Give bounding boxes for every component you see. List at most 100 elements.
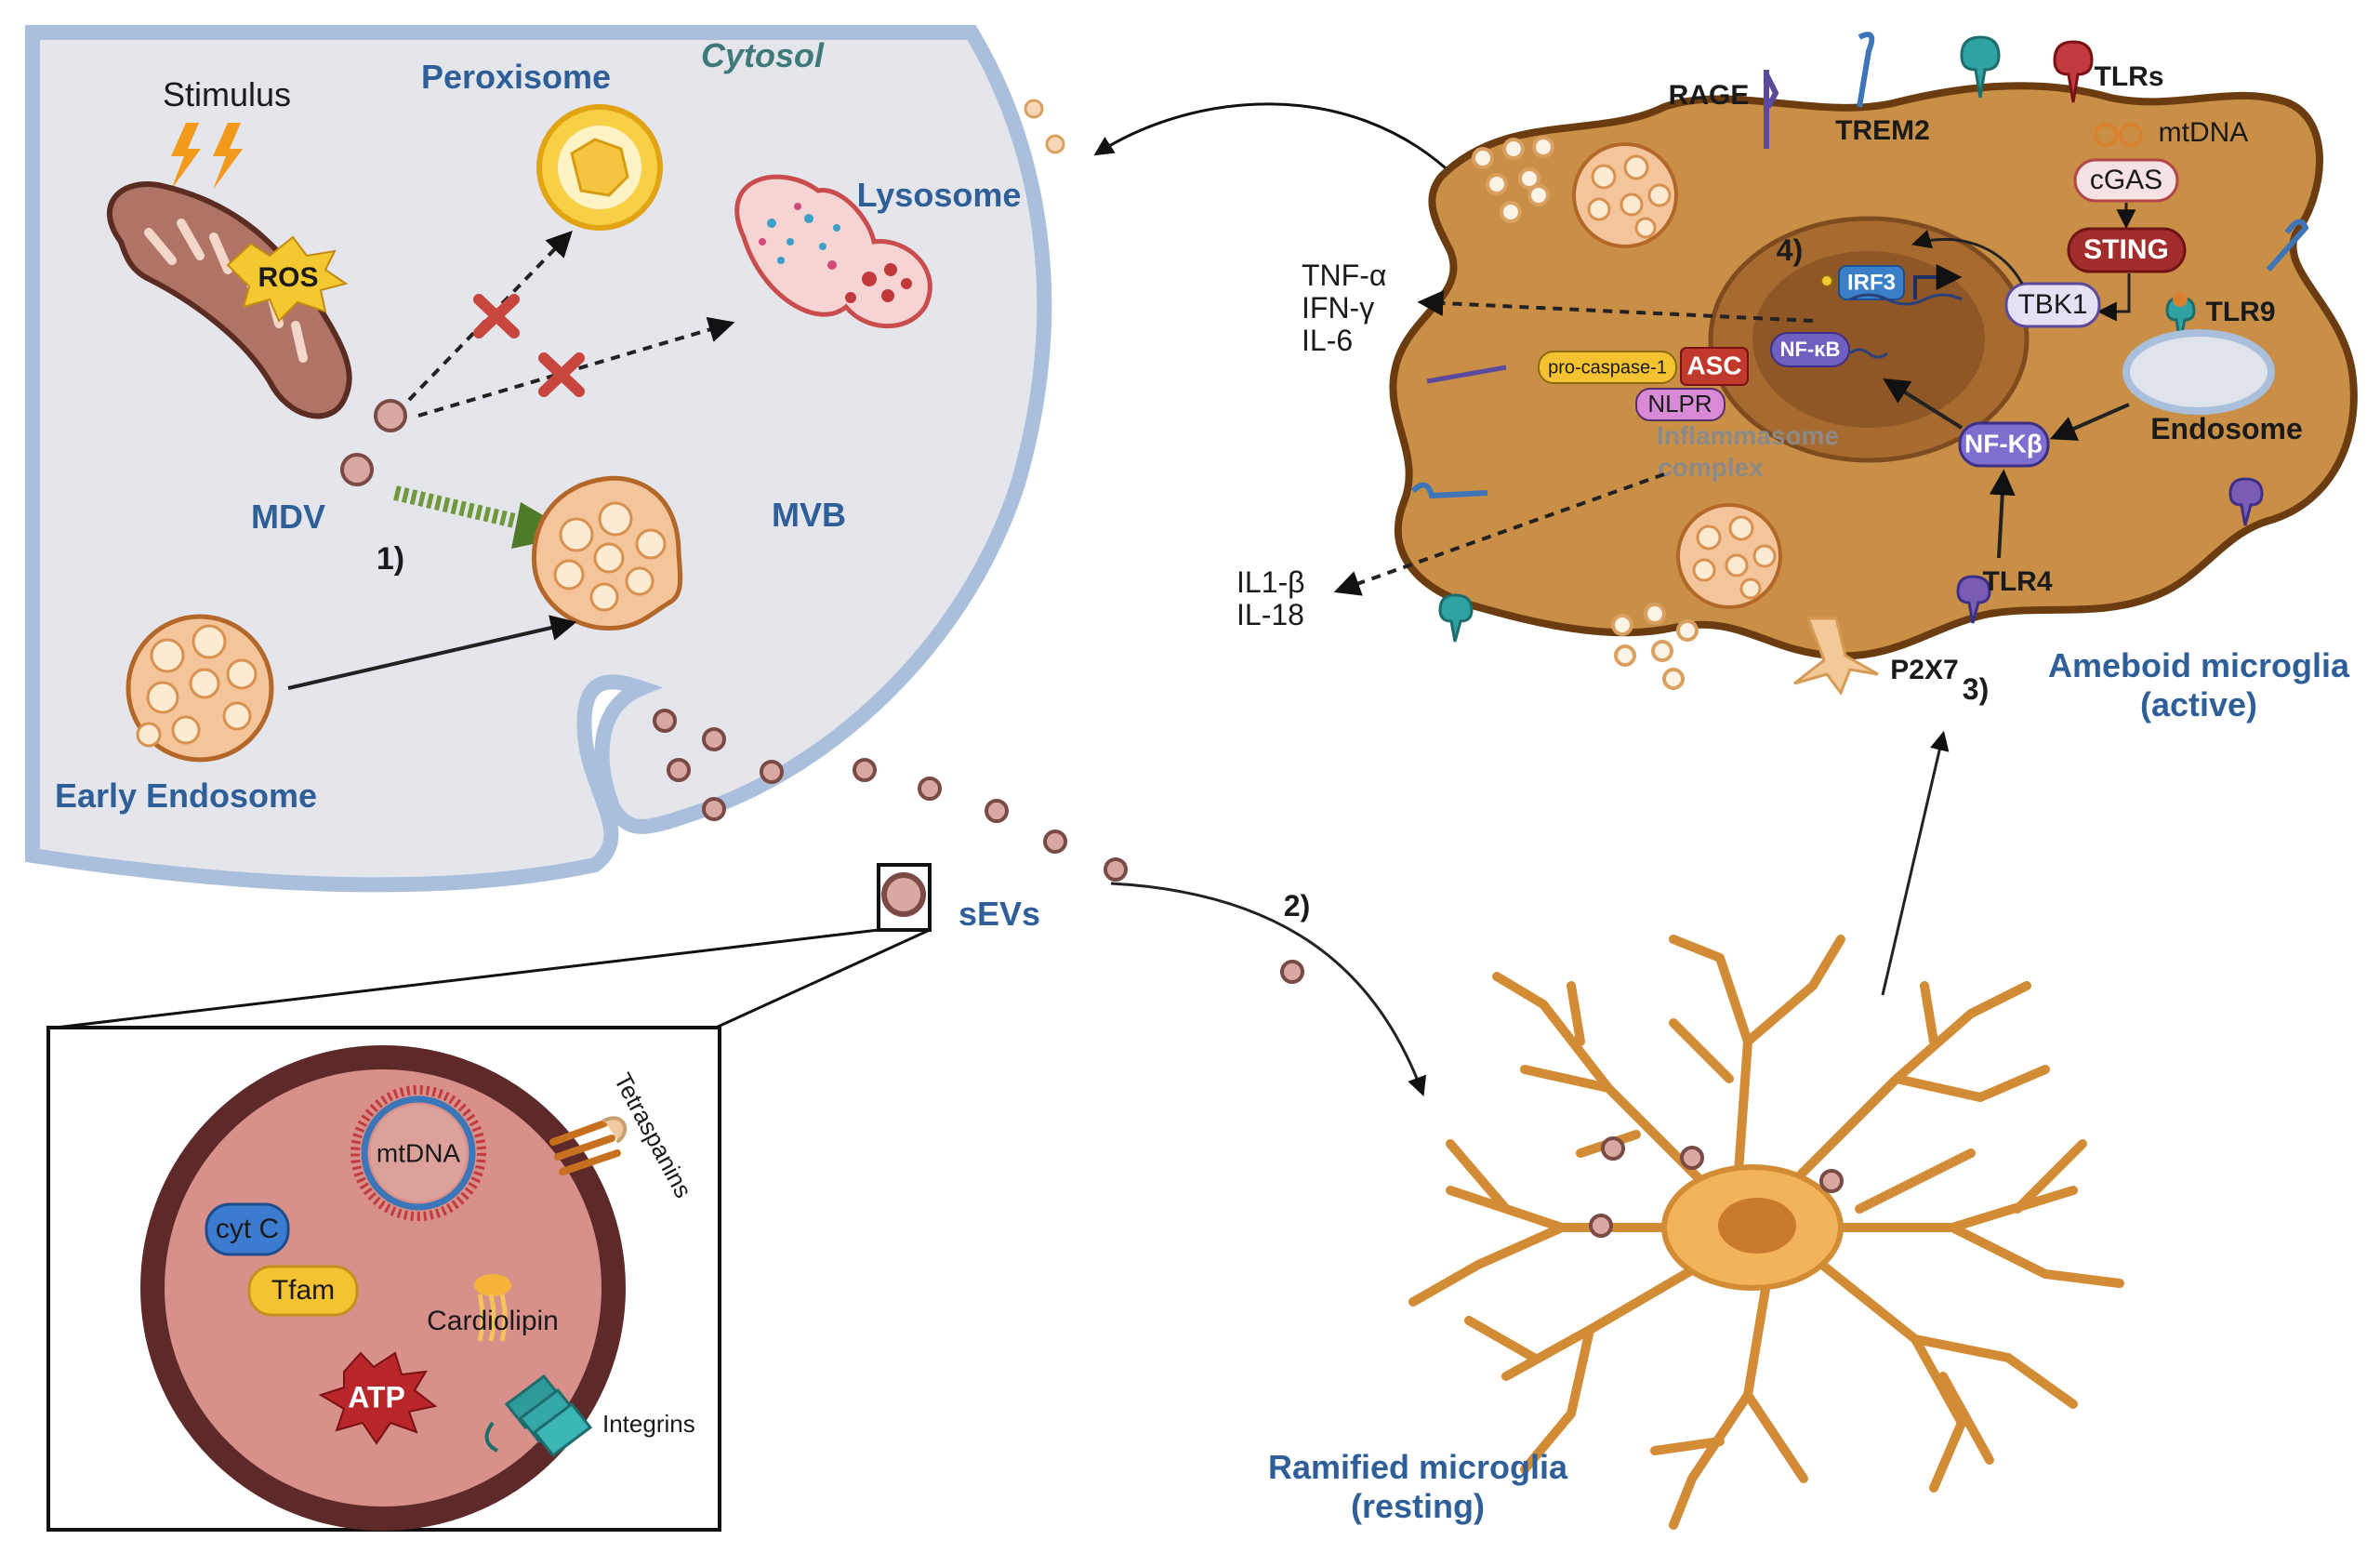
atp-label: ATP <box>348 1380 405 1414</box>
lightning-icon <box>171 123 243 190</box>
early-endosome-label: Early Endosome <box>55 776 317 815</box>
arrow-tlr4-to-nfkb <box>1989 469 2016 559</box>
ramified-subtitle: (resting) <box>1351 1487 1485 1525</box>
zoom-line-right <box>715 928 931 1029</box>
ramified-title: Ramified microglia <box>1268 1448 1568 1486</box>
mdv-vesicle <box>340 399 407 486</box>
arrow-mdv-to-lysosome <box>417 316 735 418</box>
rage-label: RAGE <box>1669 80 1750 111</box>
ramified-microglia <box>1408 935 2124 1530</box>
dna-strand-2-icon <box>1849 348 1888 359</box>
tetraspanin-icon <box>549 1116 628 1175</box>
step-1-label: 1) <box>377 541 404 577</box>
arrow-endosome-to-mvb <box>287 615 577 690</box>
arrow-sev-to-ameboid <box>1093 102 1457 179</box>
ameboid-mvb <box>1572 142 1782 609</box>
mtdna-icon <box>2094 123 2143 147</box>
zoom-line-left <box>55 928 879 1029</box>
sev-membrane <box>140 1045 626 1531</box>
ameboid-ev-cluster <box>1472 136 1699 690</box>
tbk1-label: TBK1 <box>2017 289 2087 320</box>
nfkb-label: NF-Kβ <box>1964 429 2043 458</box>
asc-pill <box>1680 347 1749 386</box>
nlpr-pill <box>1635 388 1726 421</box>
lysosome <box>734 174 932 329</box>
tfam-label: Tfam <box>271 1275 335 1306</box>
tfam-pill <box>247 1265 359 1317</box>
sting-pill <box>2067 227 2187 273</box>
trem2-receptor-icon <box>1857 32 1875 108</box>
arrow-sev-to-ramified <box>1110 882 1427 1096</box>
cytokine-ifng: IFN-γ <box>1302 291 1374 325</box>
sev-stream <box>653 709 1304 984</box>
ameboid-subtitle: (active) <box>2140 685 2257 723</box>
mvb <box>531 475 683 631</box>
nucleus-nfkb-label: NF-κB <box>1780 338 1841 361</box>
cytc-pill <box>205 1202 290 1256</box>
mdv-label: MDV <box>251 498 325 536</box>
nlpr-label: NLPR <box>1647 390 1712 418</box>
arrow-to-cytokines-1 <box>1417 290 1814 323</box>
phospho-icon <box>1820 274 1833 287</box>
irf3-label: IRF3 <box>1847 270 1896 295</box>
trem2-label: TREM2 <box>1835 115 1930 146</box>
peroxisome <box>536 104 663 231</box>
ros-label: ROS <box>258 262 318 293</box>
cgas-label: cGAS <box>2090 165 2162 195</box>
p2x7-receptor-icon <box>1793 617 1879 697</box>
endosome-label: Endosome <box>2150 412 2303 445</box>
step-4-label: 4) <box>1777 233 1803 267</box>
nucleus-nfkb-pill <box>1770 332 1850 367</box>
transcription-arrow-icon <box>1913 264 1963 299</box>
tlr-receptor-icon <box>1960 35 2094 103</box>
sevs-label: sEVs <box>959 895 1040 933</box>
arrow-ramified-to-ameboid <box>1881 730 1950 996</box>
sev-zoom-box <box>877 863 932 932</box>
arrow-sting-to-tbk1 <box>2096 273 2131 322</box>
early-endosome <box>126 614 274 763</box>
dna-strand-icon <box>1849 293 1963 306</box>
ramified-nucleus <box>1718 1198 1796 1254</box>
arrow-endosome-to-nfkb <box>2049 403 2130 441</box>
ros-burst: ROS <box>226 235 349 323</box>
mtdna-circle: mtDNA <box>350 1085 486 1221</box>
tlrs-label: TLRs <box>2095 61 2164 92</box>
mtdna-label: mtDNA <box>2159 117 2249 148</box>
step-2-label: 2) <box>1284 889 1310 923</box>
irf3-pill <box>1838 265 1905 300</box>
cytokine-il1b: IL1-β <box>1236 565 1305 599</box>
tlr4-label: TLR4 <box>1983 566 2053 597</box>
endosome-vesicle <box>2122 329 2275 415</box>
arrow-mdv-to-peroxisome <box>407 230 573 402</box>
integrins-label: Integrins <box>602 1410 695 1438</box>
pro-caspase-pill <box>1538 351 1677 384</box>
nfkb-pill <box>1958 421 2050 468</box>
p2x7-label: P2X7 <box>1890 655 1958 685</box>
pro-caspase-label: pro-caspase-1 <box>1548 357 1667 378</box>
cytosol-label: Cytosol <box>701 36 825 74</box>
inset-mtdna-label: mtDNA <box>377 1138 461 1167</box>
arrow-to-cytokines-2 <box>1333 472 1665 596</box>
surface-receptor-icon <box>1410 219 2309 643</box>
nucleus-inner <box>1752 251 1985 428</box>
inflammasome-complex-label: complex <box>1658 453 1764 482</box>
sting-label: STING <box>2083 234 2169 265</box>
mvb-label: MVB <box>772 496 846 534</box>
cgas-pill <box>2073 158 2179 203</box>
released-ev <box>1024 99 1065 154</box>
lysosome-label: Lysosome <box>857 176 1022 214</box>
cytc-label: cyt C <box>216 1214 279 1244</box>
tlr4-receptor-icon <box>1956 575 1991 624</box>
inflammasome-label: Inflammasome <box>1657 421 1839 450</box>
cytokine-il6: IL-6 <box>1302 324 1353 357</box>
tbk1-pill <box>2004 282 2101 328</box>
peroxisome-label: Peroxisome <box>421 58 611 96</box>
rage-receptor-icon <box>1764 70 1779 149</box>
cardiolipin-icon <box>474 1274 511 1342</box>
cytokine-il18: IL-18 <box>1236 598 1304 631</box>
arrow-nfkb-to-nucleus <box>1883 378 1964 430</box>
cytokine-tnfa: TNF-α <box>1302 259 1386 292</box>
ramified-bound-ev <box>1589 1136 1844 1238</box>
asc-label: ASC <box>1686 351 1741 379</box>
